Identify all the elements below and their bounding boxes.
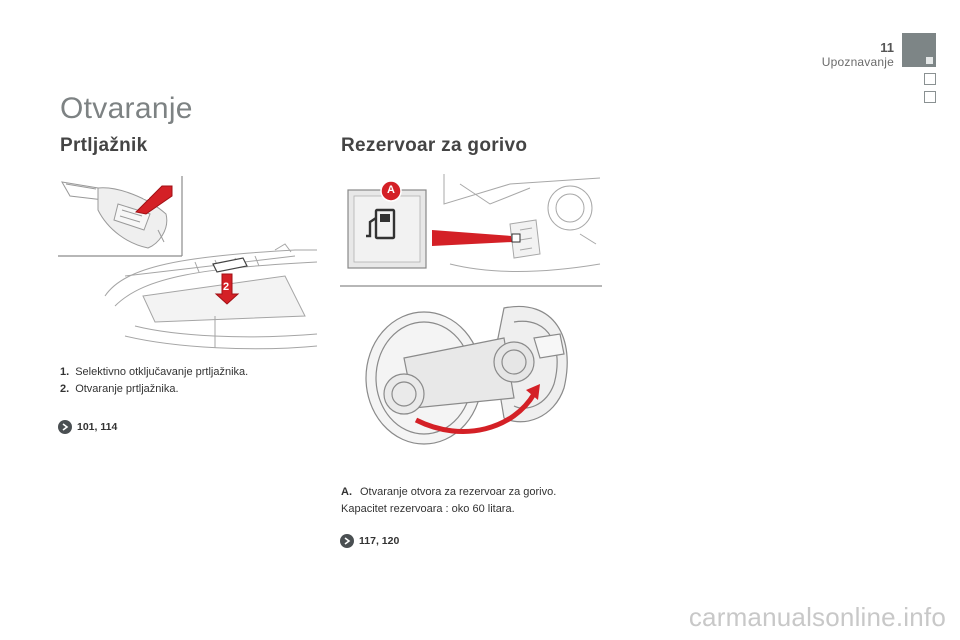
watermark: carmanualsonline.info	[688, 602, 946, 632]
tab-dot	[926, 57, 933, 64]
car-rear-illustration	[104, 243, 318, 350]
fuel-flap-button-illustration	[340, 174, 602, 287]
trunk-page-reference[interactable]: 101, 114	[58, 420, 117, 434]
section-tab-3[interactable]	[924, 91, 936, 103]
page-number: 11	[880, 40, 894, 55]
fuel-page-reference[interactable]: 117, 120	[340, 534, 399, 548]
trunk-heading: Prtljažnik	[60, 135, 148, 156]
section-name: Upoznavanje	[821, 55, 894, 69]
section-tab-2[interactable]	[924, 73, 936, 85]
arrow-1-icon	[134, 185, 173, 215]
page-title: Otvaranje	[60, 92, 193, 125]
callout-2: 2	[223, 281, 230, 293]
fuel-heading: Rezervoar za gorivo	[341, 135, 528, 156]
list-item: 2.Otvaranje prtljažnika.	[60, 383, 179, 395]
callout-a: A	[387, 184, 395, 196]
arrow-2-icon	[214, 273, 240, 305]
callout-a-badge	[380, 180, 402, 202]
fuel-cap-illustration	[365, 305, 568, 445]
fuel-instructions: A.Otvaranje otvora za rezervoar za goriv…	[341, 484, 556, 518]
list-item: 1.Selektivno otključavanje prtljažnika.	[60, 366, 249, 378]
page-ref-icon	[58, 420, 72, 434]
fuel-capacity: Kapacitet rezervoara : oko 60 litara.	[341, 503, 515, 515]
section-tab-active[interactable]	[902, 33, 936, 67]
trunk-instructions: 1.Selektivno otključavanje prtljažnika. …	[60, 364, 248, 398]
page-ref-icon	[340, 534, 354, 548]
list-item: A.Otvaranje otvora za rezervoar za goriv…	[341, 486, 557, 498]
callout-1: 1	[143, 190, 150, 202]
